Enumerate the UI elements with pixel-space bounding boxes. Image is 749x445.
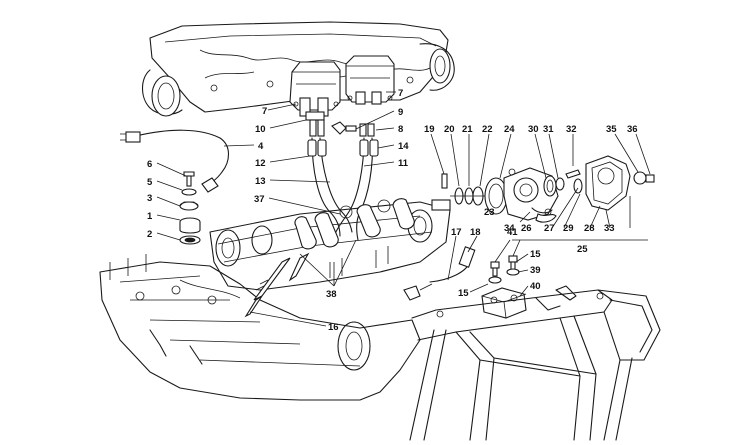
callout-16: 16: [328, 322, 339, 333]
callout-5: 5: [147, 177, 153, 188]
callout-40: 40: [530, 281, 541, 292]
callout-35: 35: [606, 124, 617, 135]
ignition-coil-right: [345, 55, 395, 105]
callout-13: 13: [255, 176, 266, 187]
callout-24: 24: [504, 124, 515, 135]
callout-25: 25: [577, 244, 588, 255]
callout-23: 23: [484, 207, 495, 218]
spark-plug-assemblies: [244, 252, 310, 318]
callout-32: 32: [566, 124, 577, 135]
callout-9: 9: [398, 107, 403, 118]
callout-36: 36: [627, 124, 638, 135]
callout-33: 33: [604, 223, 615, 234]
callout-3: 3: [147, 193, 152, 204]
chassis-frame: [409, 285, 661, 441]
callout-17: 17: [451, 227, 462, 238]
callout-7-right: 7: [398, 88, 403, 99]
callout-37: 37: [254, 194, 265, 205]
callout-1: 1: [147, 211, 153, 222]
callout-6: 6: [147, 159, 152, 170]
callout-2: 2: [147, 229, 152, 240]
callout-39: 39: [530, 265, 541, 276]
rear-cover-assembly: [441, 155, 655, 223]
callout-29: 29: [563, 223, 574, 234]
callout-21: 21: [462, 124, 473, 135]
callout-7-left: 7: [262, 106, 267, 117]
mount-bracket: [481, 255, 527, 319]
callout-18: 18: [470, 227, 481, 238]
stacked-small-parts: [179, 171, 201, 245]
callout-30: 30: [528, 124, 539, 135]
callout-8: 8: [398, 124, 403, 135]
ignition-coil-left: [289, 61, 341, 117]
callout-12: 12: [255, 158, 266, 169]
coil-fasteners: [305, 111, 375, 137]
callout-26: 26: [521, 223, 532, 234]
callout-15-lower: 15: [458, 288, 469, 299]
callout-10: 10: [255, 124, 266, 135]
leader-lines: [156, 91, 651, 327]
callout-38: 38: [326, 289, 337, 300]
callout-19: 19: [424, 124, 435, 135]
callout-34: 34: [504, 223, 515, 234]
callout-4: 4: [258, 141, 264, 152]
callout-14: 14: [398, 141, 409, 152]
callout-22: 22: [482, 124, 493, 135]
callout-41: 41: [507, 227, 518, 238]
speed-sensor: [403, 246, 476, 301]
callout-27: 27: [544, 223, 555, 234]
callout-31: 31: [543, 124, 554, 135]
callout-20: 20: [444, 124, 455, 135]
callout-labels: 7 7 9 10 8 4 14 12 11 6 5 13 3 37 1 2 19…: [147, 88, 638, 333]
callout-28: 28: [584, 223, 595, 234]
callout-15-upper: 15: [530, 249, 541, 260]
cylinder-heads: [209, 198, 451, 291]
sensor-lead: [120, 129, 230, 193]
callout-11: 11: [398, 158, 409, 169]
engine-block: [99, 254, 421, 401]
